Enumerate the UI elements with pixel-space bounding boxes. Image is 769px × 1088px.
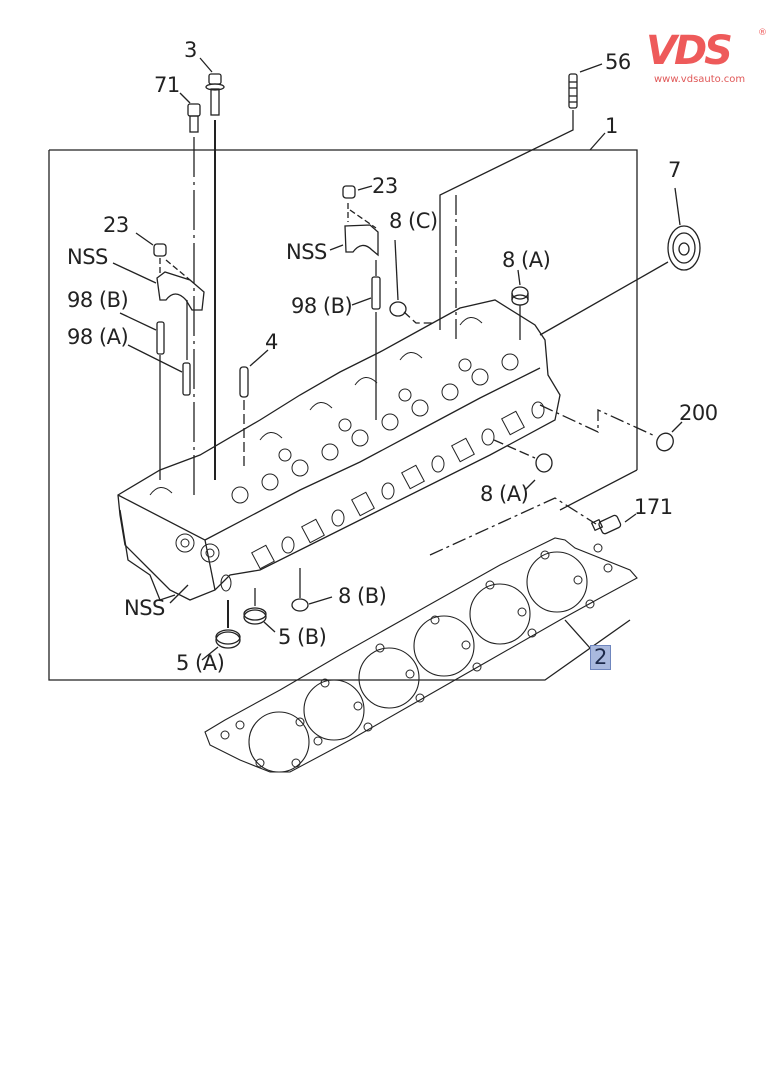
stud-98b-center [371,260,381,420]
callout-3[interactable]: 3 [184,38,197,62]
seal-5b [243,588,267,625]
plug-8a-lower [493,439,553,473]
callout-98b-center[interactable]: 98 (B) [291,294,353,318]
callout-200[interactable]: 200 [679,401,718,425]
bearing-cap-center [344,203,379,257]
plug-200 [539,404,674,452]
plug-8c [389,239,435,324]
callout-8a-top[interactable]: 8 (A) [502,248,551,272]
callout-56[interactable]: 56 [605,50,631,74]
callout-8b[interactable]: 8 (B) [338,584,387,608]
callout-5a[interactable]: 5 (A) [176,651,225,675]
leader-56 [439,110,574,330]
callout-5b[interactable]: 5 (B) [278,625,327,649]
nut-23-left [153,243,167,257]
callout-4[interactable]: 4 [265,330,278,354]
callout-7[interactable]: 7 [668,158,681,182]
callout-71[interactable]: 71 [154,73,180,97]
leader-1 [589,132,606,151]
callout-1[interactable]: 1 [605,114,618,138]
stud-56 [568,73,578,109]
plug-8b [291,568,309,612]
callout-23-left[interactable]: 23 [103,213,129,237]
stud-98b-left [156,321,165,355]
oil-seal-7 [539,225,701,336]
bolt-71 [187,103,201,500]
nut-23-center [342,185,356,199]
plug-8a-top [511,286,529,340]
callout-23-center[interactable]: 23 [372,174,398,198]
dowel-171 [429,497,622,556]
seal-5a [215,600,241,649]
bearing-cap-left [156,258,205,311]
callout-8c[interactable]: 8 (C) [389,209,438,233]
logo-registered-mark: ® [758,28,767,38]
dowel-4 [239,366,249,470]
callout-98a[interactable]: 98 (A) [67,325,129,349]
cylinder-head-block [117,299,561,601]
callout-nss-lower[interactable]: NSS [124,596,165,620]
callout-nss-center[interactable]: NSS [286,240,327,264]
callout-98b-left[interactable]: 98 (B) [67,288,129,312]
stud-98a-left [159,300,191,480]
logo-brand: VDS [646,28,733,74]
vds-logo: VDS ® www.vdsauto.com [646,28,767,90]
callout-2-highlighted[interactable]: 2 [590,645,611,670]
callout-171[interactable]: 171 [634,495,673,519]
callout-8a-lower[interactable]: 8 (A) [480,482,529,506]
head-gasket-2 [204,537,638,773]
callout-nss-left[interactable]: NSS [67,245,108,269]
bolt-3 [205,73,225,480]
logo-url: www.vdsauto.com [654,74,746,85]
